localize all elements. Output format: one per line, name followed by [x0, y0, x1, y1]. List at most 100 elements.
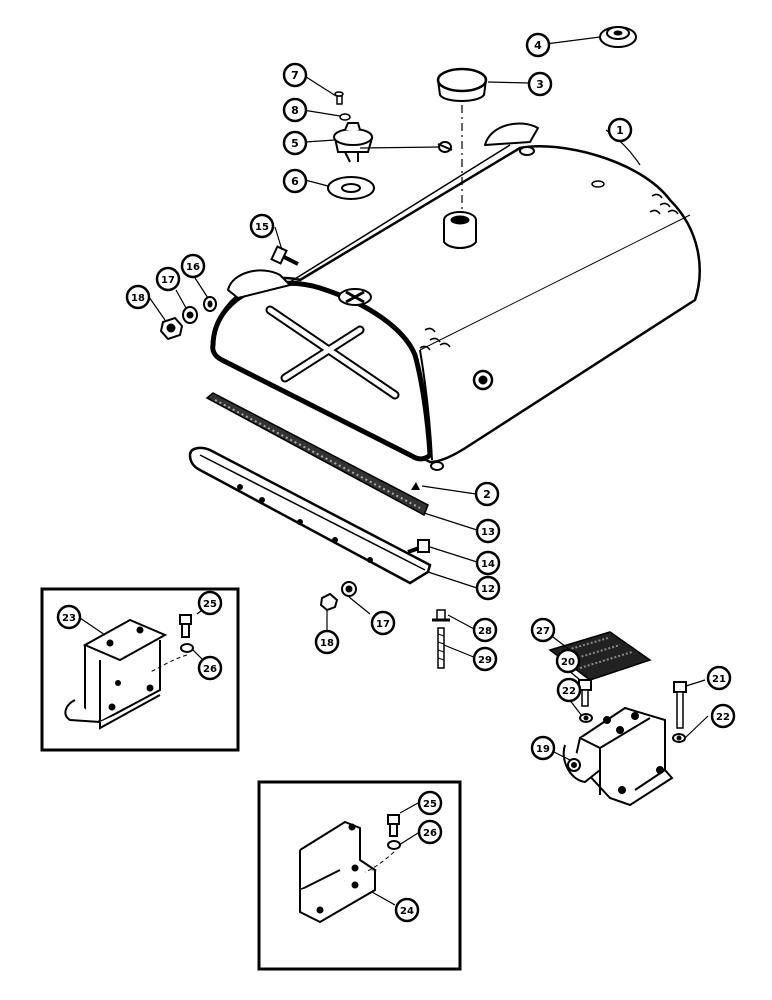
callout-label: 4 [534, 39, 542, 52]
callout-26: 26 [417, 819, 443, 845]
callout-circle [197, 655, 223, 681]
callout-15: 15 [249, 213, 275, 239]
part-23-bracket [64, 614, 194, 730]
callout-circle [475, 518, 501, 544]
callout-circle [417, 819, 443, 845]
callout-label: 25 [203, 599, 217, 610]
inset-box-23 [40, 587, 240, 752]
callout-26: 26 [197, 655, 223, 681]
callout-layer: 1234567812131415161718171828292720212222… [56, 32, 736, 923]
callout-12: 12 [475, 575, 501, 601]
callout-circle [249, 213, 275, 239]
callout-circle [394, 897, 420, 923]
callout-label: 26 [203, 664, 217, 675]
callout-14: 14 [475, 550, 501, 576]
callout-circle [607, 117, 633, 143]
callout-label: 2 [483, 488, 491, 501]
inset-box-24 [257, 780, 462, 971]
callout-circle [370, 610, 396, 636]
part-15-bolt [270, 245, 299, 266]
hardware-16-17-18 [159, 296, 217, 341]
callout-circle [474, 481, 500, 507]
callout-21: 21 [706, 665, 732, 691]
callout-13: 13 [475, 518, 501, 544]
callout-27: 27 [530, 617, 556, 643]
callout-circle [125, 284, 151, 310]
mounting-tab-rear [484, 122, 539, 146]
mounting-tab-front [227, 269, 291, 299]
callout-circle [314, 629, 340, 655]
callout-4: 4 [525, 32, 551, 58]
callout-20: 20 [555, 648, 581, 674]
callout-circle [555, 648, 581, 674]
callout-circle [155, 266, 181, 292]
callout-circle [527, 71, 553, 97]
callout-circle [530, 735, 556, 761]
callout-circle [472, 617, 498, 643]
callout-label: 15 [255, 222, 269, 233]
parts-28-29 [432, 609, 450, 669]
callout-18: 18 [125, 284, 151, 310]
callout-circle [710, 703, 736, 729]
callout-label: 17 [161, 275, 175, 286]
callout-label: 6 [291, 175, 299, 188]
callout-label: 22 [562, 686, 576, 697]
callout-17: 17 [370, 610, 396, 636]
callout-label: 8 [291, 104, 299, 117]
callout-circle [282, 130, 308, 156]
callout-circle [180, 253, 206, 279]
callout-5: 5 [282, 130, 308, 156]
callout-25: 25 [197, 590, 223, 616]
callout-circle [556, 677, 582, 703]
callout-circle [197, 590, 223, 616]
callout-label: 7 [291, 69, 299, 82]
part-3-filler-cap [436, 67, 488, 102]
callout-circle [472, 646, 498, 672]
leader-lines [79, 36, 709, 906]
callout-3: 3 [527, 71, 553, 97]
callout-2: 2 [474, 481, 500, 507]
callout-label: 26 [423, 828, 437, 839]
callout-label: 29 [478, 655, 492, 666]
callout-circle [525, 32, 551, 58]
callout-circle [706, 665, 732, 691]
part-19-bracket [562, 706, 674, 807]
callout-circle [475, 575, 501, 601]
callout-circle [282, 97, 308, 123]
callout-8: 8 [282, 97, 308, 123]
callout-circle [530, 617, 556, 643]
callout-19: 19 [530, 735, 556, 761]
callout-label: 16 [186, 262, 200, 273]
callout-22: 22 [556, 677, 582, 703]
callout-circle [56, 604, 82, 630]
fuel-tank [210, 122, 701, 471]
callout-label: 12 [481, 584, 495, 595]
hardware-17-18-lower [319, 581, 357, 612]
callout-28: 28 [472, 617, 498, 643]
callout-7: 7 [282, 62, 308, 88]
part-2-plug [411, 482, 420, 490]
callout-label: 20 [561, 657, 575, 668]
callout-23: 23 [56, 604, 82, 630]
callout-label: 18 [131, 293, 145, 304]
callout-1: 1 [607, 117, 633, 143]
callout-label: 23 [62, 613, 76, 624]
callout-17: 17 [155, 266, 181, 292]
callout-label: 18 [320, 638, 334, 649]
part-14-bolt [407, 539, 430, 554]
callout-label: 17 [376, 619, 390, 630]
callout-label: 3 [536, 78, 544, 91]
callout-label: 14 [481, 559, 495, 570]
callout-6: 6 [282, 168, 308, 194]
part-12-strap [188, 446, 432, 585]
callout-label: 27 [536, 626, 550, 637]
callout-circle [475, 550, 501, 576]
callout-label: 1 [616, 124, 624, 137]
callout-label: 21 [712, 674, 726, 685]
callout-label: 24 [400, 906, 414, 917]
callout-18: 18 [314, 629, 340, 655]
part-13-insulating-strip [205, 392, 429, 517]
callout-label: 19 [536, 744, 550, 755]
callout-label: 28 [478, 626, 492, 637]
